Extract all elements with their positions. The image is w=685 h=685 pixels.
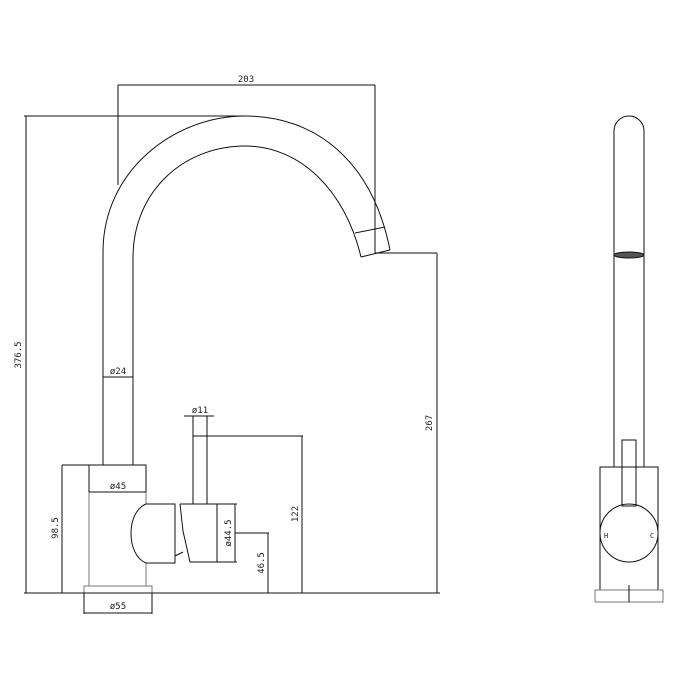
dim-body-height: 98.5 [51, 517, 61, 539]
side-handle [599, 503, 659, 563]
dim-handle-center-height: 46.5 [257, 552, 267, 574]
handle-cylinder [174, 503, 218, 563]
dim-spout-reach: 203 [238, 75, 254, 85]
dimension-lines: 203 376.5 267 ø24 ø11 122 ø45 98.5 ø44.5… [14, 75, 440, 614]
dim-lever-height: 122 [291, 506, 301, 522]
spout-inner [132, 145, 362, 465]
side-body [599, 466, 659, 591]
dim-lever-diameter: ø11 [192, 406, 208, 416]
dim-base-diameter: ø55 [110, 602, 126, 612]
base-plate [83, 585, 153, 594]
aerator [613, 251, 645, 259]
dim-body-diameter: ø45 [110, 482, 126, 492]
cold-label: C [650, 532, 654, 540]
dim-total-height: 376.5 [14, 341, 24, 368]
dim-spout-diameter: ø24 [110, 367, 126, 377]
handle-dome [130, 503, 176, 564]
side-tube [613, 115, 645, 467]
hot-label: H [604, 532, 608, 540]
side-lever [621, 439, 637, 507]
dim-handle-diameter: ø44.5 [224, 519, 234, 546]
lever [192, 435, 208, 504]
body [88, 492, 147, 586]
spout-outer [102, 115, 391, 465]
side-view: H C [594, 115, 664, 603]
front-view [83, 115, 391, 594]
dim-spout-height: 267 [425, 415, 435, 431]
